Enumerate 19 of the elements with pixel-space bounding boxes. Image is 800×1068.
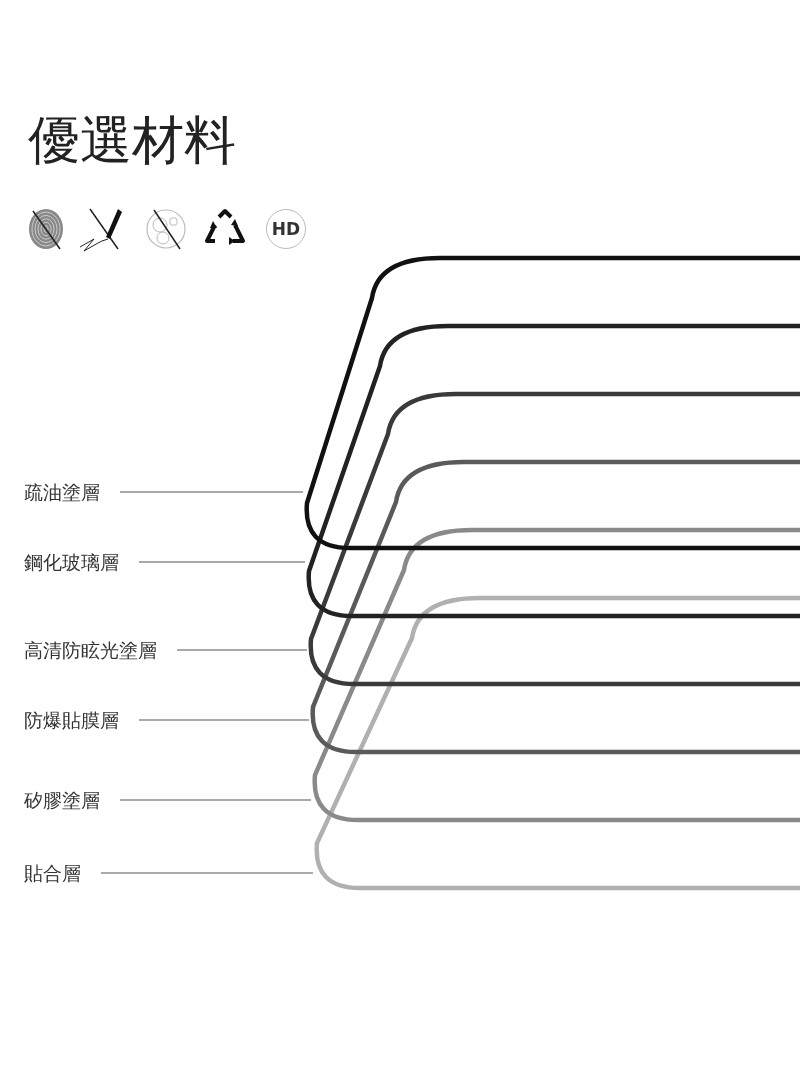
leader-line [138, 719, 310, 721]
leader-line [138, 561, 306, 563]
layer-label: 疏油塗層 [24, 480, 100, 504]
screen-layer-outline [312, 527, 800, 823]
layer-label: 鋼化玻璃層 [24, 550, 119, 574]
leader-line [119, 491, 304, 493]
screen-layer-outline [314, 595, 800, 891]
screen-layer-outline [306, 323, 800, 619]
leader-line [176, 649, 308, 651]
leader-line [100, 872, 314, 874]
title: 優選材料 [28, 109, 236, 172]
screen-layer-outline [308, 391, 800, 687]
layer-label: 貼合層 [24, 861, 81, 885]
layer-label: 防爆貼膜層 [24, 708, 119, 732]
screen-layer-outline [310, 459, 800, 755]
leader-line [119, 799, 312, 801]
layer-label: 高清防眩光塗層 [24, 638, 157, 662]
layer-label: 矽膠塗層 [24, 788, 100, 812]
screen-layer-outline [304, 255, 800, 551]
